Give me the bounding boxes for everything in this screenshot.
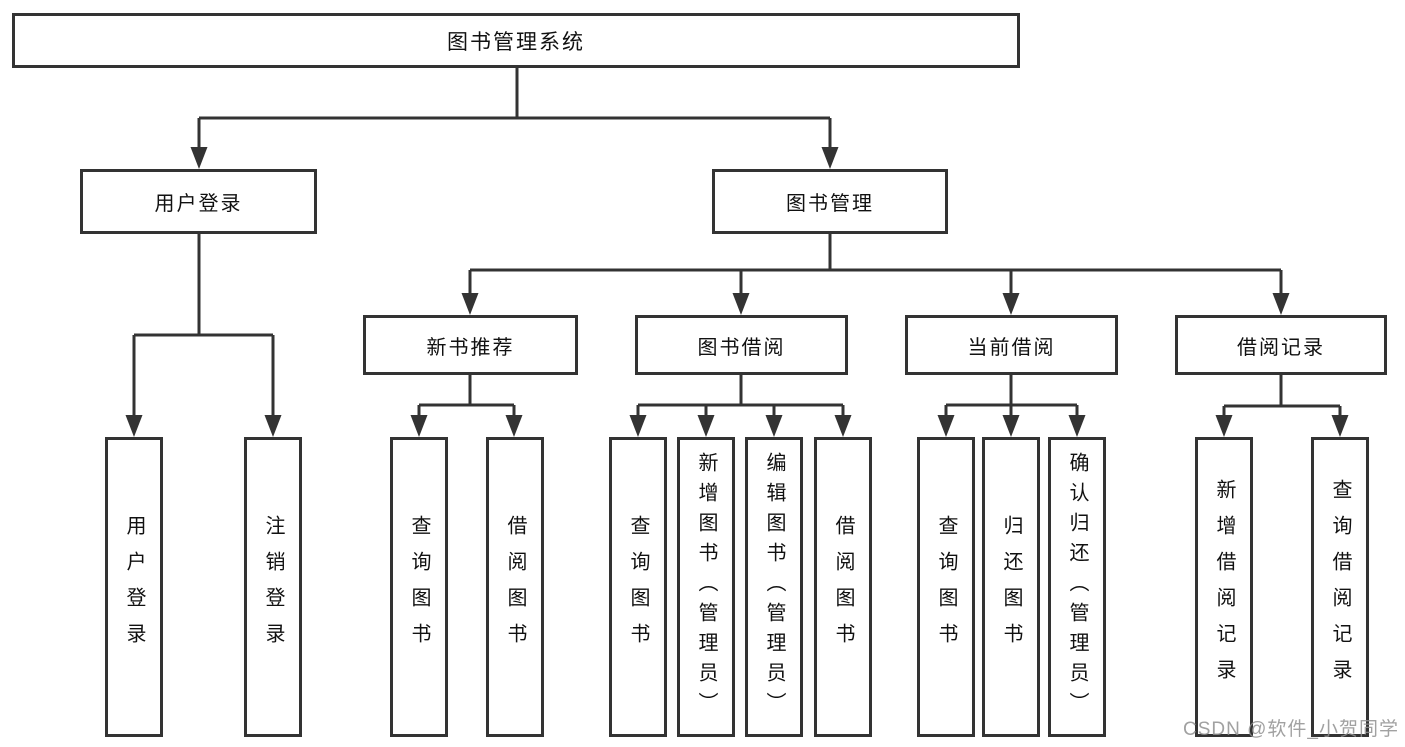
node-book-management: 图书管理 [712,169,948,234]
node-book-borrowing: 图书借阅 [635,315,848,375]
edges-borrow-record-children [1215,375,1349,437]
edges-new-book-rec-children [410,375,523,437]
node-leaf-query-book-rec: 查询图书 [390,437,448,737]
node-leaf-borrow-book-rec: 借阅图书 [486,437,544,737]
node-leaf-add-borrow-record: 新增借阅记录 [1195,437,1253,737]
node-leaf-add-book-admin: 新增图书（管理员） [677,437,735,737]
node-leaf-query-borrow-record: 查询借阅记录 [1311,437,1369,737]
node-leaf-user-login: 用户登录 [105,437,163,737]
node-leaf-return-book: 归还图书 [982,437,1040,737]
edges-book-management-children [461,234,1290,315]
node-leaf-query-book-current: 查询图书 [917,437,975,737]
node-leaf-query-book-borrow: 查询图书 [609,437,667,737]
node-new-book-recommendation: 新书推荐 [363,315,578,375]
node-leaf-borrow-book: 借阅图书 [814,437,872,737]
node-current-borrowing: 当前借阅 [905,315,1118,375]
node-library-management-system: 图书管理系统 [12,13,1020,68]
node-borrowing-records: 借阅记录 [1175,315,1387,375]
node-leaf-logout: 注销登录 [244,437,302,737]
edges-current-borrow-children [937,375,1086,437]
node-leaf-confirm-return-admin: 确认归还（管理员） [1048,437,1106,737]
edges-user-login-children [125,234,282,437]
edges-book-borrow-children [629,375,852,437]
node-leaf-edit-book-admin: 编辑图书（管理员） [745,437,803,737]
csdn-watermark: CSDN @软件_小贺同学 [1183,719,1399,740]
edges-root-to-level2 [190,68,839,169]
node-user-login: 用户登录 [80,169,317,234]
